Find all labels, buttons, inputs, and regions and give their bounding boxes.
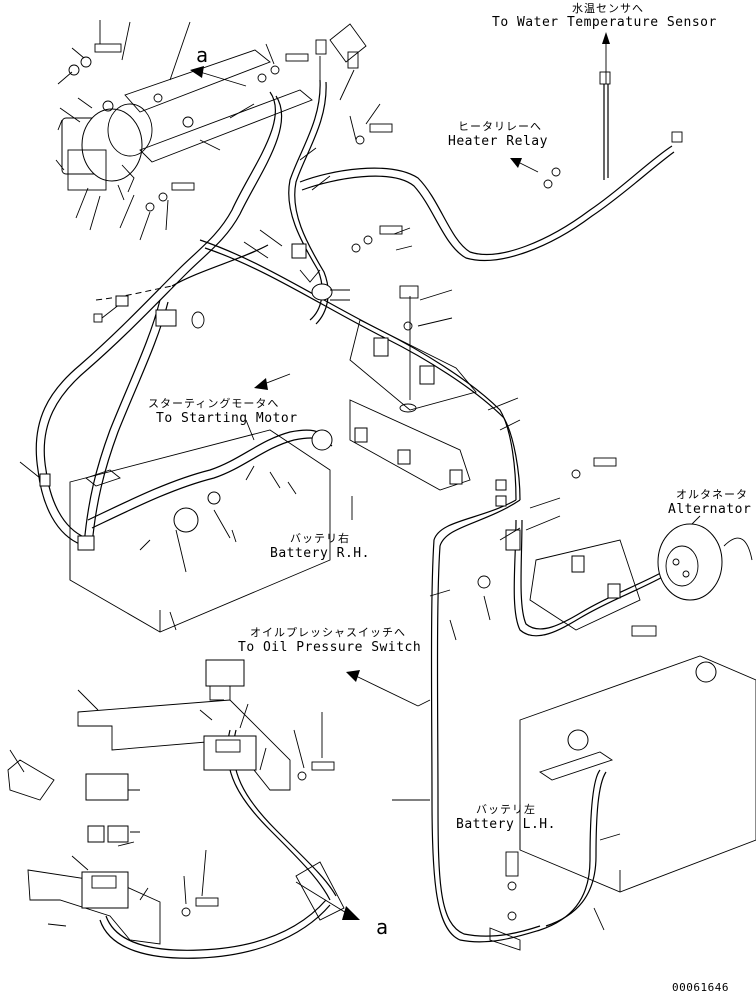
- clamp-bracket-upper: [349, 285, 477, 413]
- starting-motor-label-jp: スターティングモータへ: [148, 397, 280, 410]
- starter-relay-assembly: [55, 20, 313, 241]
- top-terminals: [315, 23, 367, 101]
- callout-arrows: [254, 32, 683, 931]
- battery-rh: [69, 429, 333, 633]
- relay-bracket-lower-left: [7, 659, 335, 945]
- battery-lh-label-en: Battery L.H.: [456, 817, 556, 832]
- drawing-number: 00061646: [672, 981, 729, 994]
- oil-pressure-label-en: To Oil Pressure Switch: [238, 640, 422, 655]
- ref-a-top-arrow: [190, 66, 247, 87]
- connector-plugs: [19, 295, 353, 573]
- oil-pressure-label-jp: オイルプレッシャスイッチへ: [250, 626, 406, 639]
- water-temp-label-jp: 水温センサへ: [572, 2, 644, 15]
- water-temp-label-en: To Water Temperature Sensor: [492, 15, 717, 30]
- center-fasteners: [243, 103, 561, 541]
- heater-relay-label-en: Heater Relay: [448, 134, 548, 149]
- alternator-label-en: Alternator: [668, 502, 752, 517]
- clamp-bracket-lower: [349, 399, 471, 491]
- main-harness: [35, 79, 675, 959]
- ref-a-bottom-arrow: [295, 861, 360, 921]
- alternator-label-jp: オルタネータ: [676, 488, 748, 501]
- alternator-bracket: [429, 457, 657, 641]
- battery-lh: [489, 655, 756, 951]
- ref-a-bottom-label: a: [376, 915, 389, 939]
- battery-rh-label-jp: バッテリ右: [290, 532, 350, 545]
- starting-motor-label-en: To Starting Motor: [156, 411, 298, 426]
- alternator: [657, 515, 753, 601]
- battery-lh-label-jp: バッテリ左: [476, 803, 536, 816]
- ref-a-top-label: a: [196, 43, 209, 67]
- battery-rh-label-en: Battery R.H.: [270, 546, 370, 561]
- heater-relay-label-jp: ヒータリレーへ: [458, 120, 542, 133]
